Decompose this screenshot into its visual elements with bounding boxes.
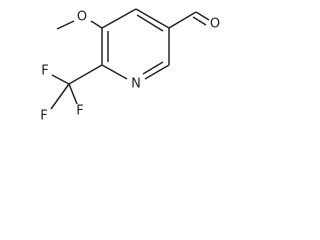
pyridine-ring [101, 8, 170, 80]
bond-c4-c5 [135, 8, 170, 29]
atom-label-f3: F [40, 109, 47, 124]
bond-c2-cf3 [68, 64, 103, 85]
bond-c6-n1-inner [142, 61, 164, 75]
bond-cho-o [195, 11, 210, 21]
structure-diagram: N O O F F F [40, 8, 220, 124]
bond-n1-c2 [101, 64, 128, 80]
bond-c6-cho [168, 11, 197, 29]
bond-cho-o-inner [192, 16, 207, 26]
bond-c3-c4 [101, 8, 137, 29]
bond-cf3-f2 [68, 83, 78, 105]
bond-c3-o [90, 20, 103, 29]
bond-o-ch3 [56, 20, 75, 30]
methoxy-group [56, 20, 103, 30]
atom-label-f2: F [76, 104, 83, 119]
bond-c4-c5-inner [136, 14, 164, 32]
atom-label-n: N [131, 77, 141, 92]
aldehyde-group [168, 11, 210, 29]
bond-cf3-f3 [50, 83, 70, 110]
bond-c6-n1 [144, 64, 170, 80]
bond-cf3-f1 [51, 74, 70, 85]
atom-label-f1: F [41, 64, 48, 79]
atom-label-o-aldehyde: O [210, 17, 220, 32]
trifluoromethyl-group [50, 64, 103, 110]
atom-label-o-methoxy: O [77, 10, 87, 25]
